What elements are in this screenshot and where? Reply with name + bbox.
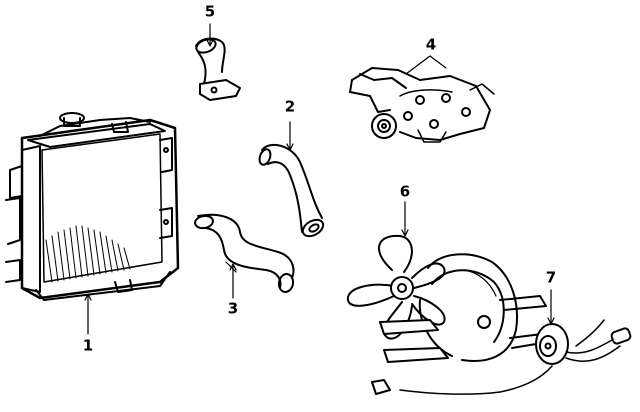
leader-arrow-1 bbox=[84, 293, 92, 301]
callout-7: 7 bbox=[545, 268, 557, 287]
leader-arrow-5 bbox=[206, 39, 214, 47]
callout-3: 3 bbox=[227, 299, 239, 318]
callout-6: 6 bbox=[399, 182, 411, 201]
radiator-part bbox=[5, 112, 180, 301]
callout-4: 4 bbox=[425, 35, 437, 54]
leader-arrow-2 bbox=[286, 143, 294, 151]
leader-line-4 bbox=[405, 55, 447, 75]
fan-shroud-part bbox=[379, 253, 549, 363]
callout-1: 1 bbox=[82, 336, 94, 355]
lower-radiator-hose-part bbox=[194, 213, 295, 293]
leader-arrow-7 bbox=[547, 317, 555, 325]
callout-2: 2 bbox=[284, 97, 296, 116]
radiator-fins bbox=[45, 225, 131, 283]
water-pump-part bbox=[349, 67, 495, 143]
callout-5: 5 bbox=[204, 2, 216, 21]
water-outlet-part bbox=[195, 37, 241, 101]
upper-radiator-hose-part bbox=[258, 143, 325, 238]
leader-arrow-6 bbox=[401, 229, 409, 237]
leader-arrow-3 bbox=[229, 263, 237, 271]
fan-motor-part bbox=[371, 319, 632, 395]
leader-lines bbox=[84, 23, 555, 335]
